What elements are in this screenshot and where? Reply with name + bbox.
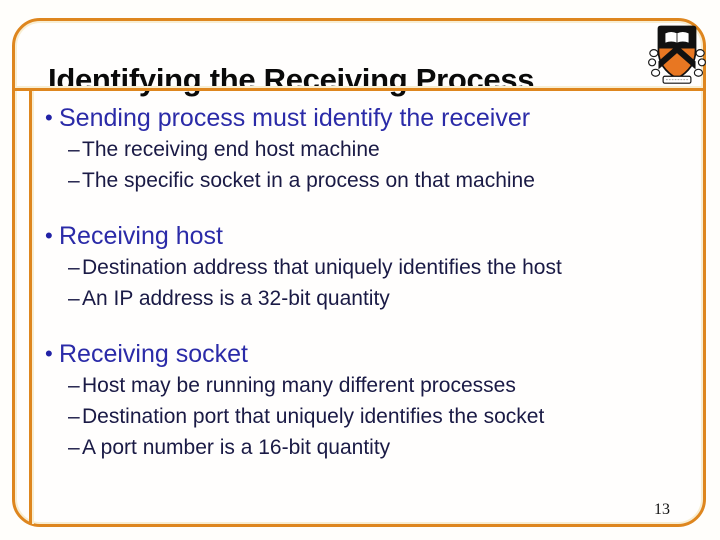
bullet-list: • Sending process must identify the rece… [32,91,692,463]
sub-bullet-item: – Destination address that uniquely iden… [68,252,692,283]
sub-bullet-text: Destination address that uniquely identi… [82,256,562,279]
bullet-dot-icon: • [45,341,53,366]
sub-bullet-text: The receiving end host machine [82,138,380,161]
sub-bullet-text: A port number is a 16-bit quantity [82,436,391,459]
princeton-university-crest-icon [648,25,706,84]
bullet-item: • Sending process must identify the rece… [45,102,692,134]
page-number: 13 [654,501,670,518]
bullet-dot-icon: • [45,223,53,248]
dash-marker-icon: – [68,287,80,310]
bullet-text: Receiving socket [59,340,248,368]
sub-bullet-text: Host may be running many different proce… [82,374,516,397]
dash-marker-icon: – [68,138,80,161]
dash-marker-icon: – [68,405,80,428]
sub-bullet-item: – The specific socket in a process on th… [68,165,692,196]
sub-bullet-text: The specific socket in a process on that… [82,169,535,192]
sub-bullet-item: – Destination port that uniquely identif… [68,401,692,432]
sub-bullet-item: – An IP address is a 32-bit quantity [68,283,692,314]
bullet-item: • Receiving host [45,220,692,252]
dash-marker-icon: – [68,374,80,397]
sub-bullet-text: An IP address is a 32-bit quantity [82,287,390,310]
slide-frame: Identifying the Receiving Process [12,18,706,527]
title-separator-rule [15,86,703,91]
sub-bullet-item: – Host may be running many different pro… [68,370,692,401]
sub-bullet-item: – A port number is a 16-bit quantity [68,432,692,463]
bullet-text: Sending process must identify the receiv… [59,104,531,132]
sub-bullet-text: Destination port that uniquely identifie… [82,405,545,428]
bullet-text: Receiving host [59,222,223,250]
dash-marker-icon: – [68,256,80,279]
content-left-rule [29,91,32,524]
dash-marker-icon: – [68,436,80,459]
bullet-item: • Receiving socket [45,338,692,370]
bullet-section: • Receiving socket – Host may be running… [45,338,692,463]
bullet-section: • Receiving host – Destination address t… [45,220,692,314]
sub-bullet-item: – The receiving end host machine [68,134,692,165]
bullet-section: • Sending process must identify the rece… [45,102,692,196]
dash-marker-icon: – [68,169,80,192]
bullet-dot-icon: • [45,105,53,130]
